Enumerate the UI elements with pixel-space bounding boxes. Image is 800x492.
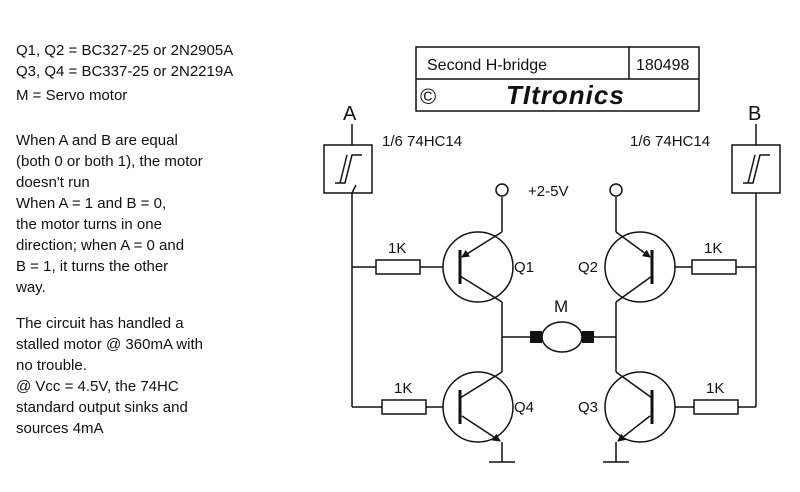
parts-line-motor: M = Servo motor: [16, 87, 128, 104]
title-block: Second H-bridge 180498 © TItronics: [415, 46, 700, 112]
gate-b-label: 1/6 74HC14: [630, 133, 710, 150]
performance-line: sources 4mA: [16, 420, 104, 437]
transistor-q4-label: Q4: [514, 399, 534, 416]
operation-line: B = 1, it turns the other: [16, 258, 169, 275]
resistor-r1-label: 1K: [388, 240, 406, 257]
operation-line: direction; when A = 0 and: [16, 237, 185, 254]
transistor-q2-label: Q2: [578, 259, 598, 276]
gate-a-label: 1/6 74HC14: [382, 133, 462, 150]
brand-logo: TItronics: [506, 80, 625, 110]
transistor-q1: [442, 231, 514, 303]
operation-line: (both 0 or both 1), the motor: [16, 153, 203, 170]
motor-label: M: [554, 297, 568, 316]
resistor-r2: [691, 259, 737, 275]
schmitt-trigger-a: [323, 144, 373, 194]
servo-motor: [530, 321, 594, 353]
operation-line: way.: [16, 279, 46, 296]
performance-paragraph: The circuit has handled a stalled motor …: [16, 313, 296, 439]
transistor-q2: [604, 231, 676, 303]
parts-line-q3-q4: Q3, Q4 = BC337-25 or 2N2219A: [16, 63, 234, 80]
resistor-r3-label: 1K: [706, 380, 724, 397]
operation-paragraph: When A and B are equal (both 0 or both 1…: [16, 130, 296, 298]
performance-line: standard output sinks and: [16, 399, 188, 416]
transistor-q3-label: Q3: [578, 399, 598, 416]
resistor-r3: [693, 399, 739, 415]
parts-line-q1-q2: Q1, Q2 = BC327-25 or 2N2905A: [16, 42, 234, 59]
transistor-q3: [604, 371, 676, 443]
operation-line: doesn't run: [16, 174, 90, 191]
performance-line: @ Vcc = 4.5V, the 74HC: [16, 378, 179, 395]
operation-line: When A and B are equal: [16, 132, 178, 149]
transistor-q1-label: Q1: [514, 259, 534, 276]
operation-line: When A = 1 and B = 0,: [16, 195, 167, 212]
resistor-r4-label: 1K: [394, 380, 412, 397]
transistor-q4: [442, 371, 514, 443]
supply-label: +2-5V: [528, 183, 568, 200]
title-block-number: 180498: [636, 57, 689, 74]
description-notes: Q1, Q2 = BC327-25 or 2N2905A Q3, Q4 = BC…: [16, 40, 296, 439]
performance-line: no trouble.: [16, 357, 87, 374]
copyright-symbol: ©: [420, 84, 436, 109]
performance-line: The circuit has handled a: [16, 315, 184, 332]
supply-terminal-right: [609, 183, 623, 197]
operation-line: the motor turns in one: [16, 216, 162, 233]
title-block-title: Second H-bridge: [427, 57, 547, 74]
resistor-r2-label: 1K: [704, 240, 722, 257]
input-a-label: A: [343, 103, 357, 125]
supply-terminal-left: [495, 183, 509, 197]
resistor-r1: [375, 259, 421, 275]
parts-list: Q1, Q2 = BC327-25 or 2N2905A Q3, Q4 = BC…: [16, 40, 296, 106]
performance-line: stalled motor @ 360mA with: [16, 336, 203, 353]
resistor-r4: [381, 399, 427, 415]
input-b-label: B: [748, 103, 761, 125]
